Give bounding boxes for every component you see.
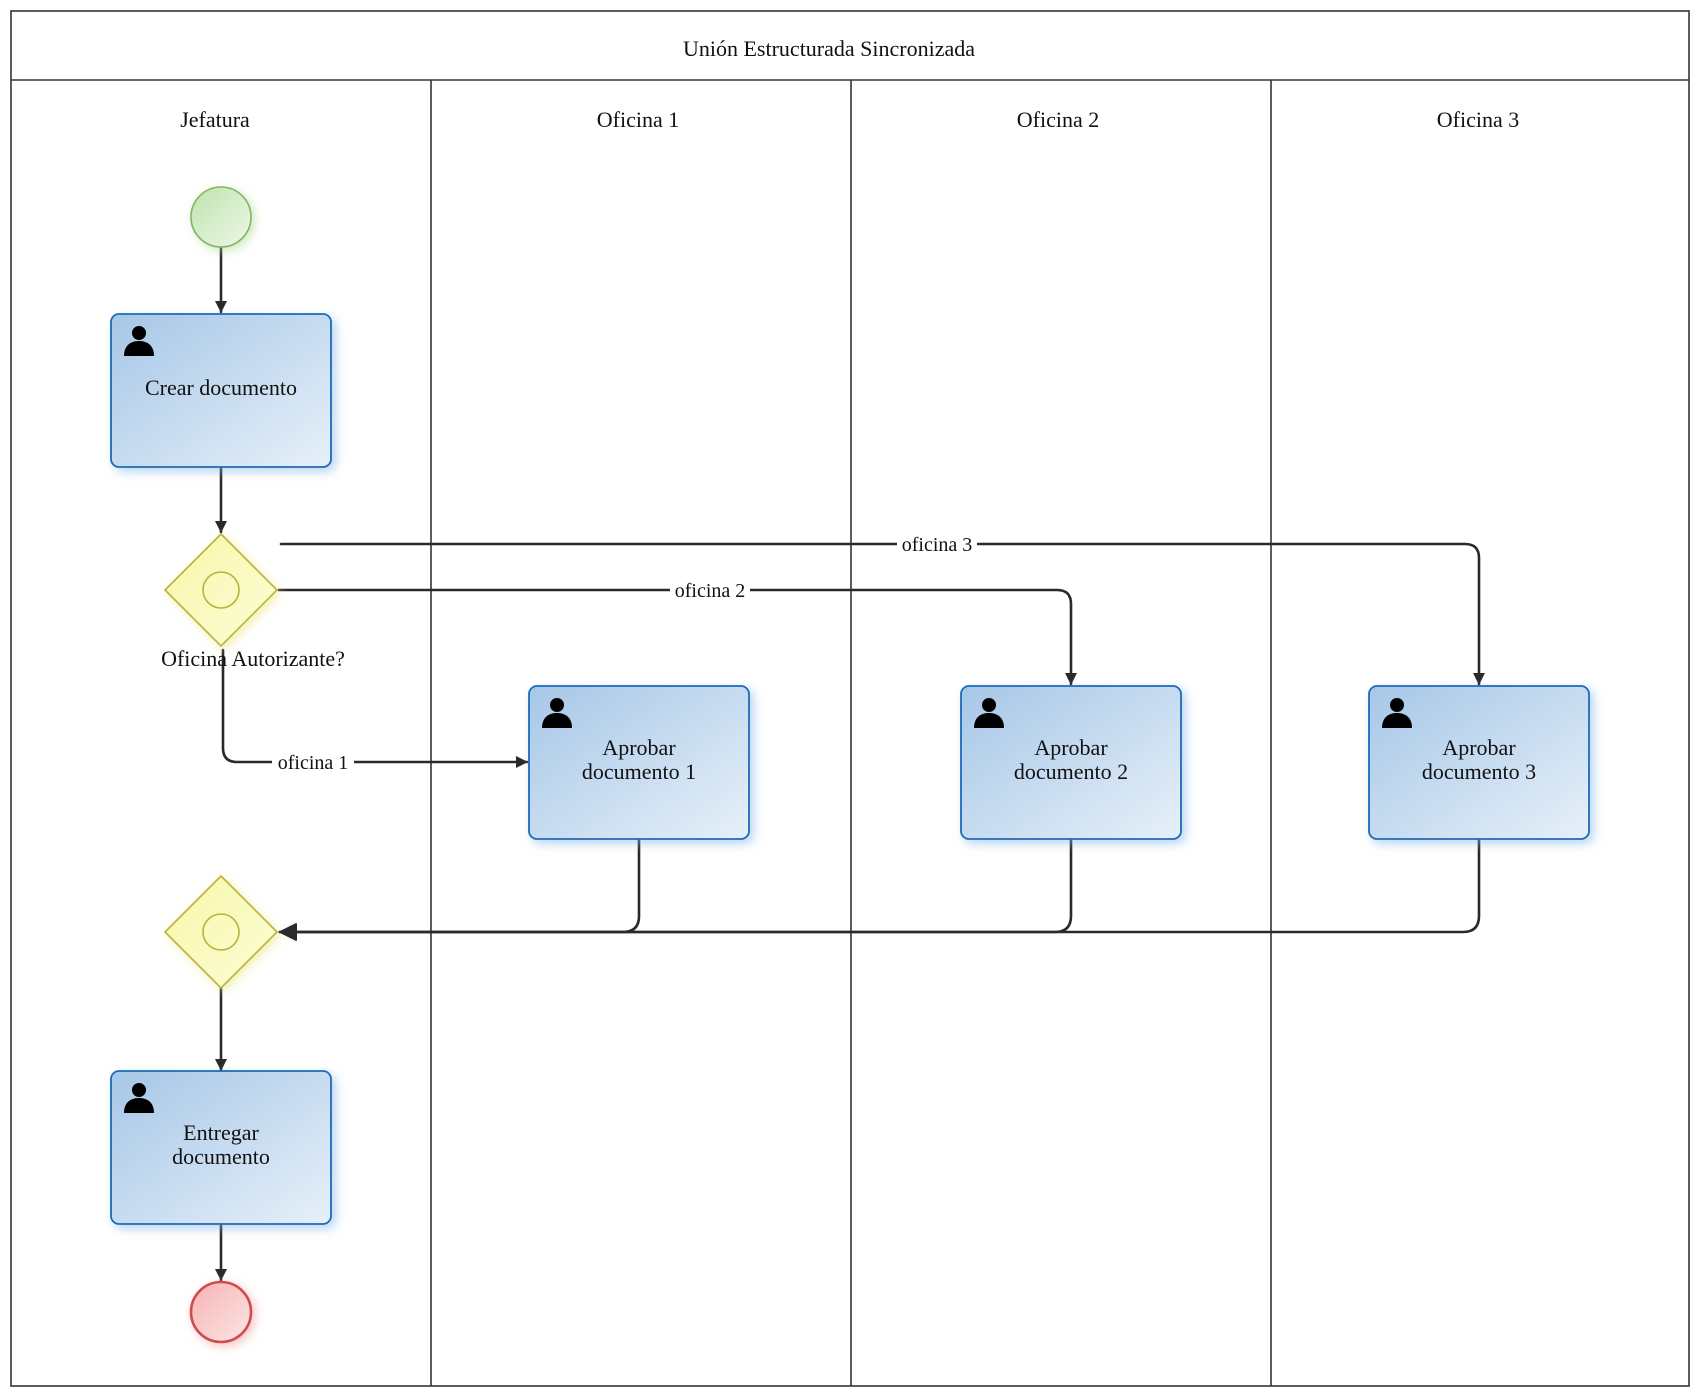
flow-aprobar1-to-join (278, 838, 641, 941)
lane-label-oficina-2: Oficina 2 (1017, 107, 1099, 132)
task-entregar-documento-label-line2: documento (172, 1144, 270, 1169)
flow-oficina-2 (277, 588, 1077, 686)
task-aprobar-documento-1-label-line1: Aprobar (602, 735, 676, 760)
end-event[interactable] (189, 1280, 253, 1344)
flow-label-oficina-1: oficina 1 (278, 752, 349, 774)
task-aprobar-documento-1-label-line2: documento 1 (582, 759, 696, 784)
task-aprobar-documento-1[interactable]: Aprobar documento 1 (528, 685, 750, 840)
flow-label-bg-oficina-1 (272, 748, 354, 774)
lane-label-oficina-3: Oficina 3 (1437, 107, 1519, 132)
sequence-flows (215, 246, 1485, 1282)
task-aprobar-documento-2-label-line1: Aprobar (1034, 735, 1108, 760)
lanes: Jefatura Oficina 1 Oficina 2 Oficina 3 (180, 80, 1519, 1386)
gateway-join[interactable] (163, 874, 279, 990)
pool: Unión Estructurada Sincronizada (10, 10, 1690, 1387)
lane-label-oficina-1: Oficina 1 (597, 107, 679, 132)
task-aprobar-documento-1-box (528, 685, 750, 840)
lane-label-jefatura: Jefatura (180, 107, 250, 132)
flow-oficina-3 (279, 542, 1485, 686)
gateway-split-inclusive-marker (202, 571, 240, 609)
join-arrowhead (278, 923, 296, 941)
task-aprobar-documento-2-label-line2: documento 2 (1014, 759, 1128, 784)
flow-label-oficina-2: oficina 2 (675, 580, 746, 602)
task-entregar-documento-box (110, 1070, 332, 1225)
flow-oficina-1 (221, 648, 529, 768)
flow-label-bg-oficina-3 (897, 530, 977, 556)
start-event[interactable] (190, 186, 252, 248)
flow-aprobar3-to-join (278, 838, 1481, 934)
task-aprobar-documento-3-box (1368, 685, 1590, 840)
task-aprobar-documento-2[interactable]: Aprobar documento 2 (960, 685, 1182, 840)
flow-label-oficina-3: oficina 3 (902, 534, 973, 556)
flow-aprobar2-to-join (278, 838, 1073, 934)
gateway-join-diamond (163, 874, 279, 990)
flow-labels: oficina 3 oficina 2 oficina 1 (272, 530, 977, 774)
gateway-split-diamond (163, 532, 279, 648)
gateway-split[interactable] (163, 532, 279, 648)
gateway-join-inclusive-marker (202, 913, 240, 951)
task-entregar-documento[interactable]: Entregar documento (110, 1070, 332, 1225)
task-entregar-documento-label-line1: Entregar (183, 1120, 259, 1145)
task-crear-documento-label: Crear documento (145, 375, 297, 400)
pool-border (10, 10, 1690, 1387)
task-aprobar-documento-2-box (960, 685, 1182, 840)
gateway-split-label: Oficina Autorizante? (161, 646, 345, 671)
task-crear-documento[interactable]: Crear documento (110, 313, 332, 468)
task-crear-documento-box (110, 313, 332, 468)
task-aprobar-documento-3[interactable]: Aprobar documento 3 (1368, 685, 1590, 840)
task-aprobar-documento-3-label-line1: Aprobar (1442, 735, 1516, 760)
pool-title: Unión Estructurada Sincronizada (683, 36, 975, 61)
task-aprobar-documento-3-label-line2: documento 3 (1422, 759, 1536, 784)
flow-label-bg-oficina-2 (670, 576, 750, 602)
